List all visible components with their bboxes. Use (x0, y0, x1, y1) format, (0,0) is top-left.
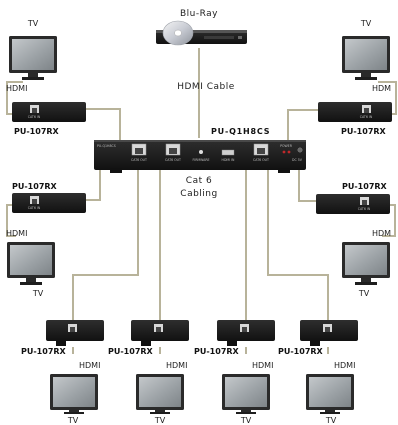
hdmi-lead-mid-left (6, 204, 16, 237)
rx-top-left-label: PU-107RX (14, 127, 60, 136)
rx-bottom-3 (217, 320, 275, 346)
tv-bottom-1-label: TV (67, 416, 79, 425)
tv-top-left (9, 36, 57, 80)
rx-bottom-2-label: PU-107RX (108, 347, 154, 356)
tv-mid-right (342, 242, 390, 285)
tv-top-left-label: TV (27, 19, 39, 28)
tv-bottom-1 (50, 374, 98, 414)
cable-hub-to-rx-bottom-1 (72, 170, 139, 320)
svg-text:HDMI IN: HDMI IN (222, 158, 235, 162)
tv-bottom-4 (306, 374, 354, 414)
svg-text:CAT6 IN: CAT6 IN (358, 207, 371, 211)
hub-device: PU-Q1H8CS CAT6 OUT CAT6 OUT FIRMWARE HDM… (94, 140, 306, 173)
svg-text:CAT6 IN: CAT6 IN (28, 115, 41, 119)
hub-port-hdmi-in: HDMI IN (222, 149, 235, 162)
svg-text:CAT6 IN: CAT6 IN (360, 115, 373, 119)
hub-port-firmware: FIRMWARE (192, 150, 210, 162)
cables (6, 48, 397, 354)
hub-label: PU-Q1H8CS (211, 127, 270, 136)
bluray-label: Blu-Ray (180, 9, 218, 19)
cable-hub-to-rx-top-left (86, 108, 121, 142)
rx-mid-right-label: PU-107RX (342, 182, 388, 191)
rx-mid-left-label: PU-107RX (12, 182, 58, 191)
tv-bottom-2-label: TV (154, 416, 166, 425)
rx-mid-right: CAT6 IN (316, 194, 390, 214)
cable-hub-to-rx-bottom-4 (267, 170, 329, 320)
tv-bottom-4-label: TV (325, 416, 337, 425)
svg-text:POWER: POWER (280, 144, 293, 148)
tv-mid-right-label: TV (358, 289, 370, 298)
rx-bottom-3-label: PU-107RX (194, 347, 240, 356)
hdmi-cable-label: HDMI Cable (177, 82, 235, 92)
hdmi-lead-top-right (378, 81, 397, 115)
cable-hub-to-rx-mid-right (289, 167, 318, 202)
hdmi-bottom-3-label: HDMI (252, 361, 273, 370)
rx-bottom-1 (46, 320, 104, 346)
hdmi-bottom-2-label: HDMI (166, 361, 187, 370)
hdmi-top-right-label: HDM (372, 84, 391, 93)
rx-bottom-4 (300, 320, 358, 346)
hdmi-bottom-1-label: HDMI (79, 361, 100, 370)
tv-mid-left-label: TV (32, 289, 44, 298)
rx-bottom-4-label: PU-107RX (278, 347, 324, 356)
hub-port-cat6-4: CAT6 OUT (253, 143, 269, 162)
svg-text:CAT6 OUT: CAT6 OUT (165, 158, 181, 162)
rx-mid-left: CAT6 IN (12, 193, 86, 213)
svg-text:CAT6 OUT: CAT6 OUT (253, 158, 269, 162)
hub-power-led: POWER (280, 144, 293, 154)
hdmi-lead-top-left (6, 81, 23, 115)
rx-top-right: CAT6 IN (318, 102, 392, 122)
cable-hub-to-rx-mid-left (86, 167, 110, 201)
tv-bottom-2 (136, 374, 184, 414)
svg-text:CAT6 IN: CAT6 IN (28, 206, 41, 210)
svg-text:CAT6 OUT: CAT6 OUT (131, 158, 147, 162)
rx-top-right-label: PU-107RX (341, 127, 387, 136)
cable-hub-to-rx-top-right (287, 109, 320, 142)
rx-bottom-2 (131, 320, 189, 346)
tv-top-right (342, 36, 390, 80)
hdmi-mid-right-label: HDM (372, 229, 391, 238)
bluray-player (156, 20, 247, 46)
hub-plate-text: PU-Q1H8CS (97, 144, 116, 148)
hdmi-lead-mid-right (382, 204, 396, 237)
tv-mid-left (7, 242, 55, 285)
bluray-disc-icon (162, 20, 194, 46)
hdmi-top-left-label: HDMI (6, 84, 27, 93)
rx-bottom-1-label: PU-107RX (21, 347, 67, 356)
hdmi-mid-left-label: HDMI (6, 229, 27, 238)
hub-port-cat6-2: CAT6 OUT (165, 143, 181, 162)
hdmi-bottom-4-label: HDMI (334, 361, 355, 370)
tv-bottom-3 (222, 374, 270, 414)
cat6-label-line1: Cat 6 (186, 176, 212, 186)
hub-dc-jack: DC 5V (292, 147, 303, 162)
svg-text:DC 5V: DC 5V (292, 158, 303, 162)
tv-bottom-3-label: TV (240, 416, 252, 425)
svg-text:FIRMWARE: FIRMWARE (192, 158, 209, 162)
tv-top-right-label: TV (360, 19, 372, 28)
rx-top-left: CAT6 IN (12, 102, 86, 122)
cat6-label-line2: Cabling (180, 189, 217, 199)
hub-port-cat6-1: CAT6 OUT (131, 143, 147, 162)
